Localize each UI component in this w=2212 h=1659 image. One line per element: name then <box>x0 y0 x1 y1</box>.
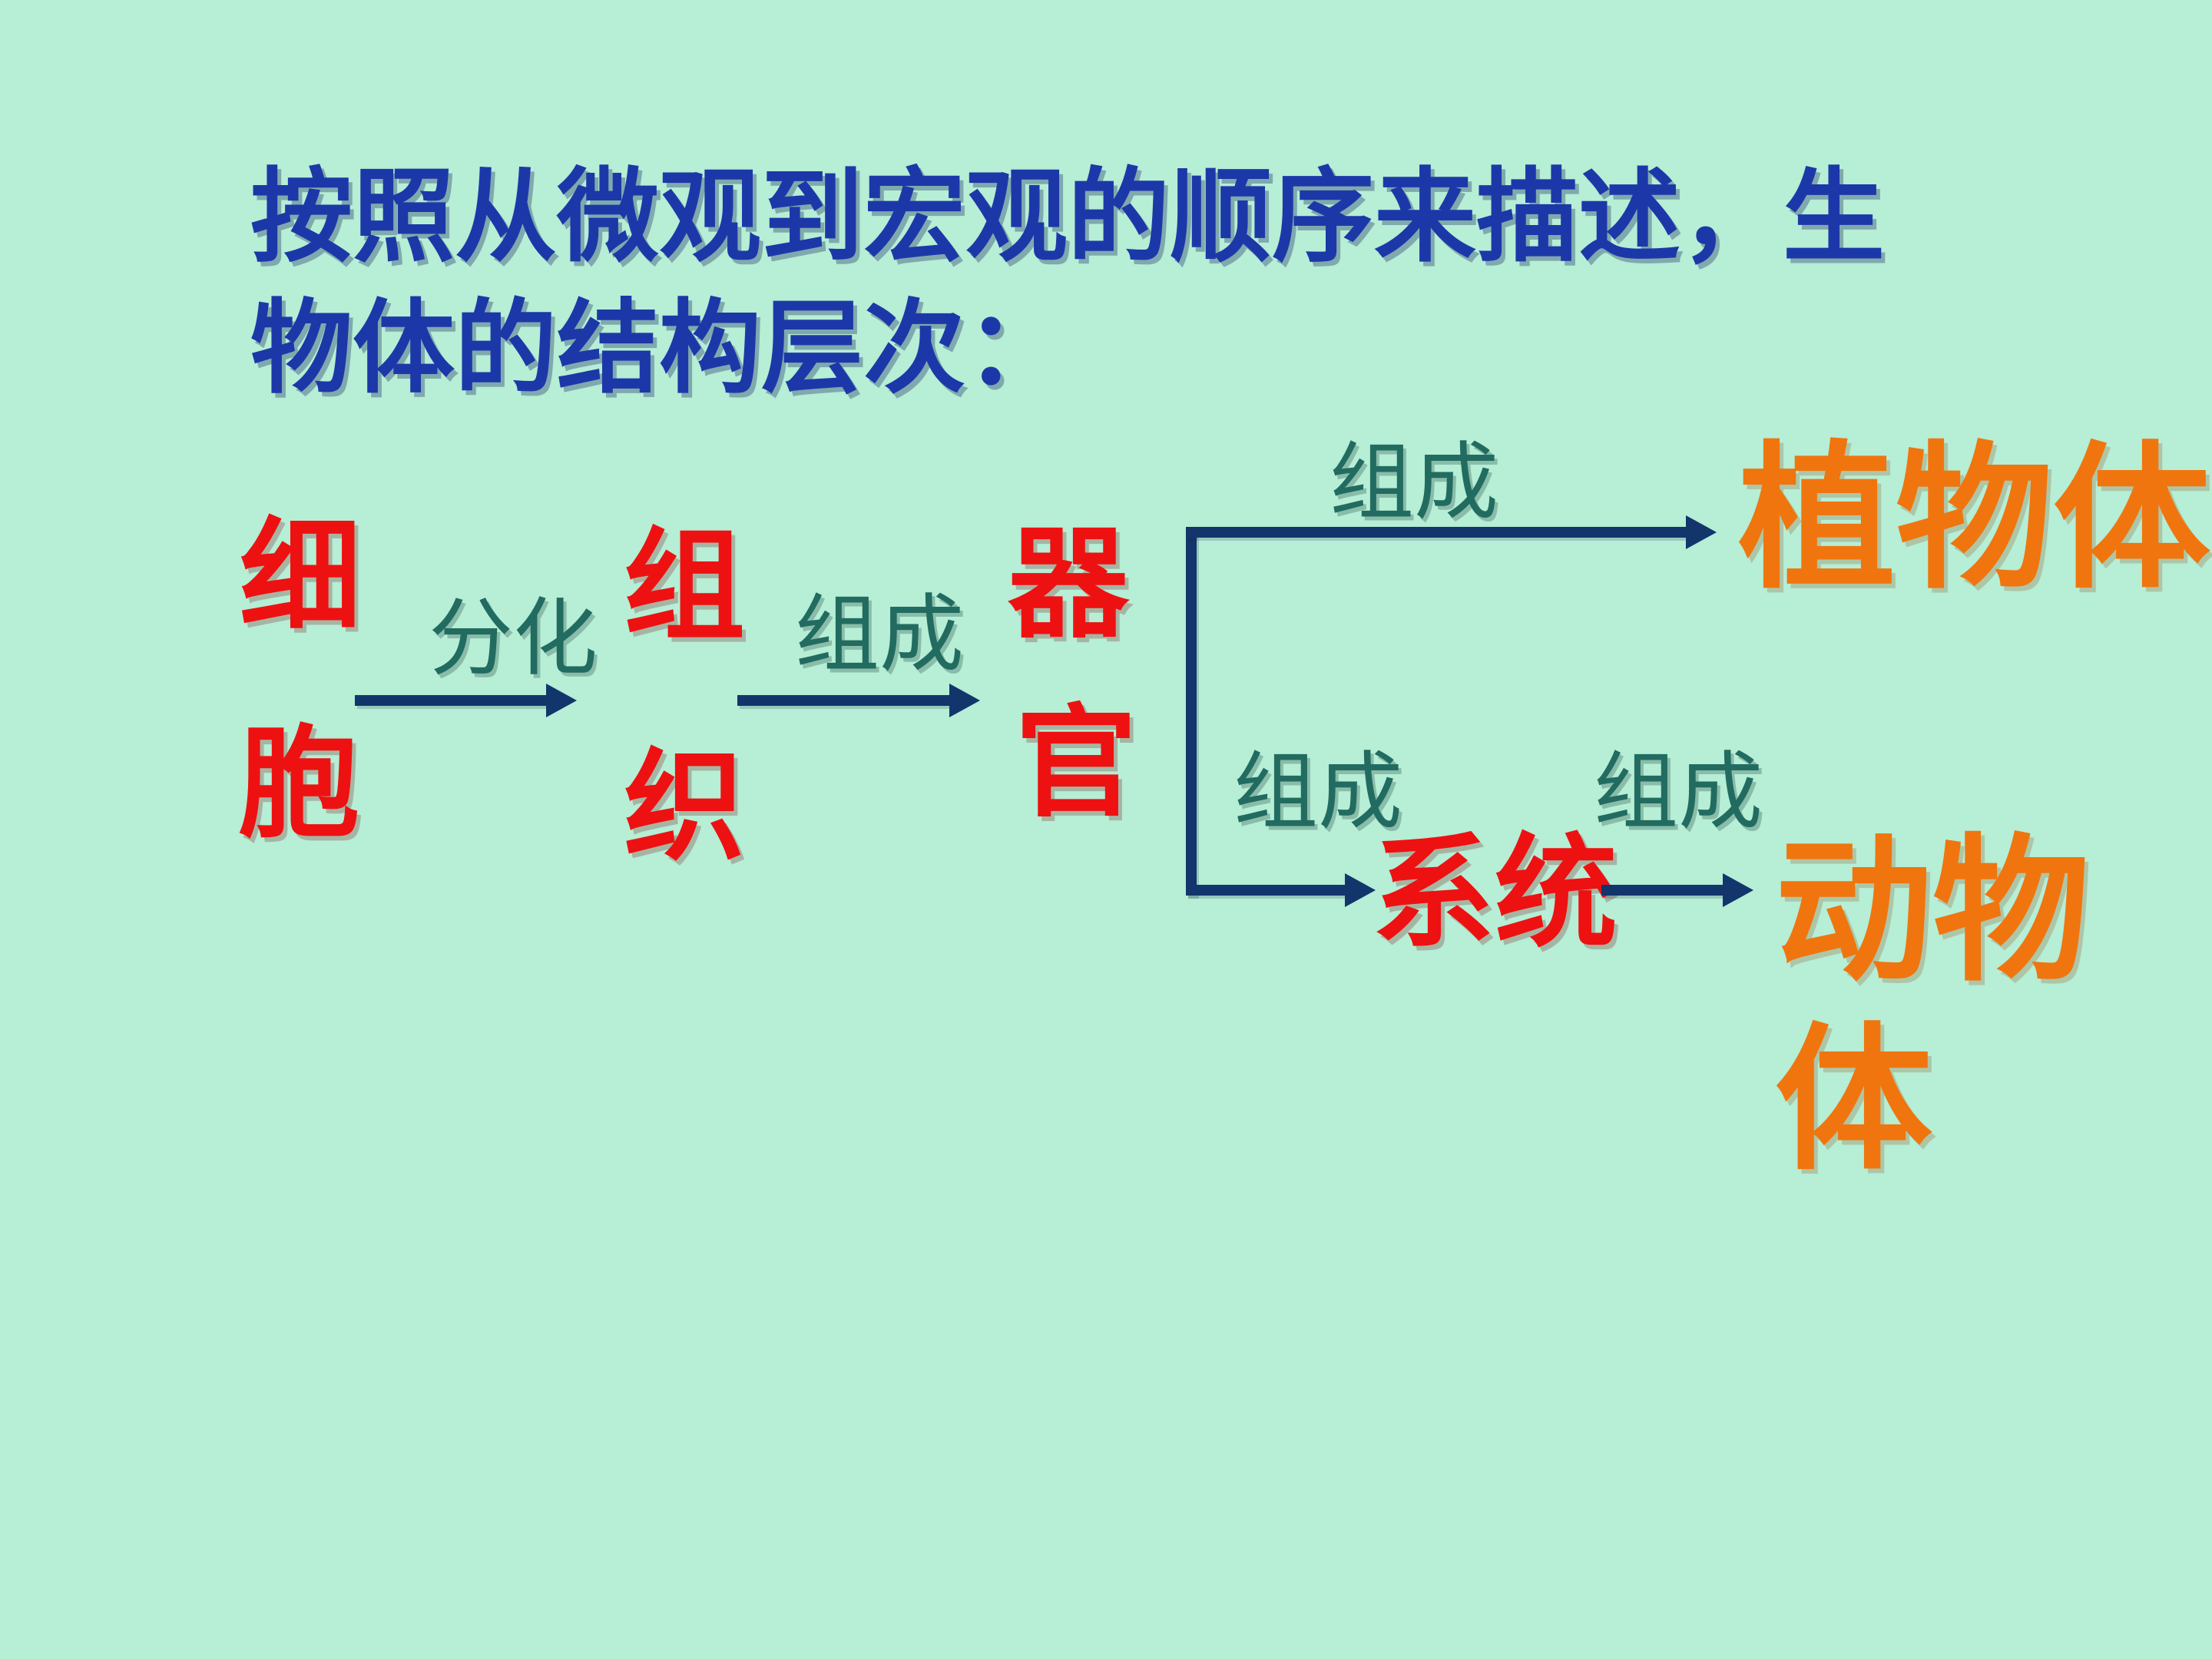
edge-label-compose-organ-system: 组成 <box>1233 746 1402 839</box>
title-line-1: 按照从微观到宏观的顺序来描述，生 <box>250 161 1885 274</box>
edge-label-differentiation: 分化 <box>429 592 598 686</box>
node-animal-body-line-1: 动物 <box>1775 826 2090 1000</box>
node-animal-body-line-2: 体 <box>1775 1015 1932 1189</box>
system-animal-arrow-shaft <box>1601 885 1724 896</box>
organ-system-arrow-head <box>1345 873 1376 907</box>
organ-system-arrow-shaft <box>1186 885 1346 896</box>
node-system: 系统 <box>1372 826 1618 962</box>
slide-title: 按照从微观到宏观的顺序来描述，生 物体的结构层次： <box>250 152 2017 415</box>
node-plant-body: 植物体 <box>1738 433 2210 608</box>
node-cell-char-bottom: 胞 <box>238 718 359 853</box>
node-organ-char-bottom: 官 <box>1015 697 1137 832</box>
title-line-2: 物体的结构层次： <box>250 292 1068 406</box>
tissue-organ-arrow-head <box>949 684 980 717</box>
edge-label-compose-organ-plant: 组成 <box>1330 436 1498 530</box>
node-cell-char-top: 细 <box>240 511 361 645</box>
system-animal-arrow-head <box>1723 873 1753 907</box>
node-tissue-char-top: 组 <box>624 521 745 655</box>
edge-label-compose-system-animal: 组成 <box>1594 746 1763 839</box>
organ-plant-arrow-shaft <box>1186 527 1687 538</box>
node-tissue-char-bottom: 织 <box>624 741 745 876</box>
node-organ-char-top: 器 <box>1008 518 1129 653</box>
tissue-organ-arrow-shaft <box>737 695 951 706</box>
differentiation-arrow-head <box>546 684 577 717</box>
edge-label-compose-tissue-organ: 组成 <box>795 588 964 682</box>
organ-plant-arrow-head <box>1686 515 1717 549</box>
differentiation-arrow-shaft <box>355 695 548 706</box>
branch-vertical-line <box>1186 527 1197 896</box>
